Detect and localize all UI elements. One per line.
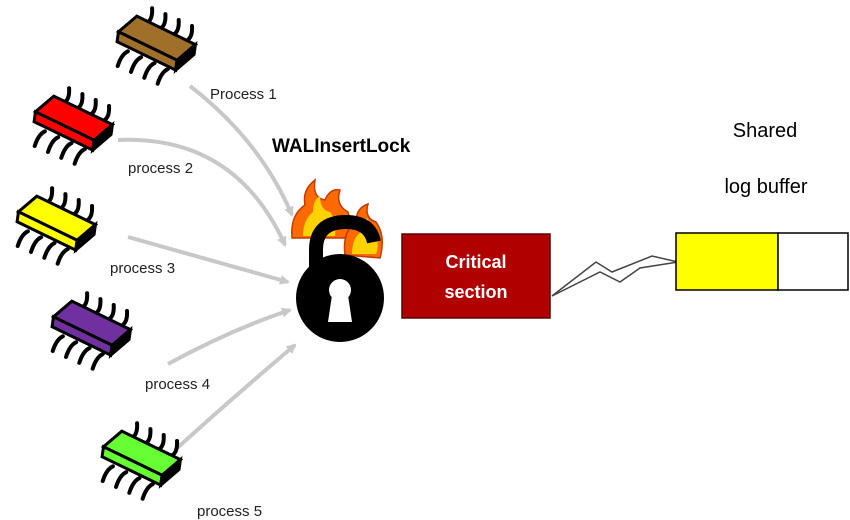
lock-title: WALInsertLock	[272, 136, 411, 157]
process-1-chip-icon	[110, 2, 202, 91]
process-1-label: Process 1	[210, 86, 277, 103]
buffer-filled-slot	[675, 232, 779, 291]
arrow-process-1	[188, 84, 294, 217]
arrow-process-3	[127, 235, 290, 285]
buffer-title-line1: Shared	[733, 120, 798, 142]
process-3-chip-icon	[10, 182, 102, 271]
buffer-title-line2: log buffer	[724, 176, 807, 198]
process-5-chip-icon	[95, 417, 187, 506]
critical-section-line2: section	[444, 282, 507, 302]
process-5-label: process 5	[197, 503, 262, 520]
arrows	[117, 84, 297, 452]
arrow-process-2	[117, 137, 287, 247]
process-2-label: process 2	[128, 160, 193, 177]
lock-icon	[296, 214, 384, 342]
process-2-chip-icon	[27, 82, 119, 171]
buffer-empty-slot	[777, 232, 849, 291]
critical-section-line1: Critical	[445, 252, 506, 272]
process-4-label: process 4	[145, 376, 210, 393]
process-4-chip-icon	[45, 287, 137, 376]
lightning-bolt-icon	[551, 255, 679, 297]
process-3-label: process 3	[110, 260, 175, 277]
arrow-process-4	[167, 307, 292, 366]
critical-section-box	[401, 233, 551, 319]
arrow-process-5	[173, 343, 297, 452]
